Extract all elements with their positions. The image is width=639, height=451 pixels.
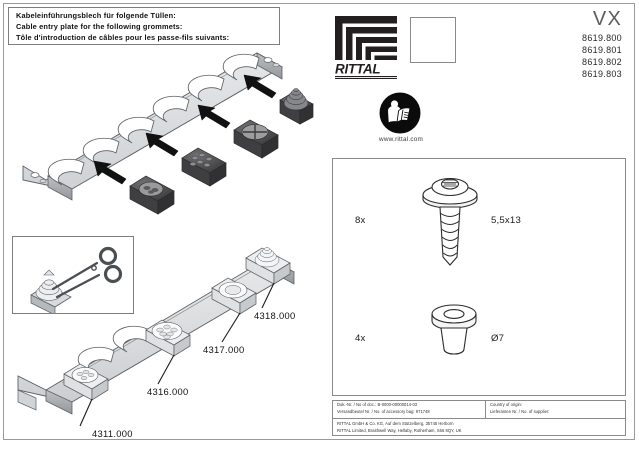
title-english: Cable entry plate for the following grom… bbox=[16, 21, 183, 31]
footer-doc-cell: Dok.-Nr. / No of doc.: B-0000-00000014-0… bbox=[337, 402, 430, 415]
title-box: Kabeleinführungsblech für folgende Tülle… bbox=[8, 7, 280, 45]
footer-top-row: Dok.-Nr. / No of doc.: B-0000-00000014-0… bbox=[333, 401, 625, 419]
grommet-4317 bbox=[233, 119, 279, 159]
accessory-bag-label: Versandbeutel Nr. / No. of accessory bag… bbox=[337, 408, 430, 414]
grommet-identification-drawing: 4311.000 4316.000 4317.000 4318.000 bbox=[6, 244, 318, 439]
instruction-sheet-page: Kabeleinführungsblech für folgende Tülle… bbox=[3, 3, 635, 440]
scissors-cut-grommet-icon bbox=[30, 246, 123, 316]
grommet-quantity: 4x bbox=[355, 333, 366, 344]
document-footer-table: Dok.-Nr. / No of doc.: B-0000-00000014-0… bbox=[332, 400, 626, 436]
doc-number-label: Dok.-Nr. / No of doc.: B-0000-00000014-0… bbox=[337, 402, 418, 407]
plate-cutouts-bottom bbox=[77, 325, 150, 374]
hardware-parts-box: 8x bbox=[332, 158, 626, 396]
scissors-inset-box bbox=[12, 236, 134, 316]
address-uk: RITTAL Limited, Braithwell Way, Hellaby,… bbox=[337, 427, 462, 433]
footer-address-row: RITTAL GmbH & Co. KG, Auf dem Stützelber… bbox=[333, 419, 625, 434]
footer-origin-cell: Country of origin: Lieferanten Nr. / No.… bbox=[490, 402, 550, 415]
country-origin-label: Country of origin: bbox=[490, 402, 523, 407]
part-row-grommet: 4x Ø7 bbox=[333, 287, 625, 397]
arrow-to-slot-4 bbox=[243, 74, 277, 99]
rittal-wordmark: RITTAL bbox=[335, 62, 397, 79]
flange-head-screw-icon bbox=[419, 173, 481, 278]
right-column: RITTAL www.rittal.com VX 8619.800 8619.8… bbox=[322, 4, 636, 439]
address-germany: RITTAL GmbH & Co. KG, Auf dem Stützelber… bbox=[337, 421, 454, 426]
grommet-specification: Ø7 bbox=[491, 333, 505, 344]
part-number-list: 8619.800 8619.801 8619.802 8619.803 bbox=[582, 32, 622, 80]
grommet-4316 bbox=[181, 147, 227, 187]
installed-grommet-4318 bbox=[245, 247, 291, 285]
blank-label-square bbox=[410, 17, 456, 63]
footer-column-divider bbox=[485, 401, 486, 418]
callout-4318: 4318.000 bbox=[254, 310, 296, 321]
supplier-number-label: Lieferanten Nr. / No. of supplier: bbox=[490, 408, 550, 414]
part-row-screw: 8x bbox=[333, 173, 625, 283]
callout-4317: 4317.000 bbox=[203, 344, 245, 355]
installed-grommet-4317 bbox=[211, 277, 257, 315]
assembly-drawing-svg bbox=[22, 52, 314, 215]
left-column: Kabeleinführungsblech für folgende Tülle… bbox=[4, 4, 321, 439]
rittal-logo-mark-icon bbox=[335, 16, 397, 60]
grommet-identification-svg bbox=[17, 247, 295, 427]
title-german: Kabeleinführungsblech für folgende Tülle… bbox=[16, 11, 176, 20]
arrow-to-slot-1 bbox=[93, 160, 127, 185]
part-number: 8619.801 bbox=[582, 45, 622, 56]
part-number: 8619.800 bbox=[582, 33, 622, 43]
grommet-4318 bbox=[279, 88, 314, 125]
plate-cutouts bbox=[47, 53, 260, 186]
product-family-vx: VX bbox=[592, 8, 622, 30]
part-number: 8619.802 bbox=[582, 57, 622, 68]
rittal-logo: RITTAL bbox=[335, 16, 399, 90]
grommet-4311 bbox=[129, 175, 175, 215]
screw-quantity: 8x bbox=[355, 215, 366, 226]
cone-grommet-shape bbox=[30, 269, 72, 316]
scissors-shape bbox=[51, 246, 123, 299]
screw-specification: 5,5x13 bbox=[491, 215, 522, 226]
installed-grommet-4316 bbox=[145, 319, 191, 357]
installed-grommet-4311 bbox=[63, 363, 109, 401]
callout-4311: 4311.000 bbox=[92, 428, 133, 439]
rubber-grommet-icon bbox=[423, 301, 485, 368]
callout-leader-lines bbox=[79, 282, 275, 427]
title-french: Tôle d'introduction de câbles pour les p… bbox=[16, 32, 230, 42]
read-manual-icon bbox=[379, 92, 421, 134]
mounting-holes bbox=[30, 57, 280, 184]
assembly-drawing bbox=[10, 48, 316, 230]
callout-4316: 4316.000 bbox=[147, 386, 189, 397]
part-number: 8619.803 bbox=[582, 69, 622, 80]
arrow-to-slot-3 bbox=[197, 104, 231, 129]
svg-text:RITTAL: RITTAL bbox=[335, 62, 380, 77]
rittal-url-label: www.rittal.com bbox=[379, 136, 423, 143]
arrow-to-slot-2 bbox=[145, 132, 179, 157]
